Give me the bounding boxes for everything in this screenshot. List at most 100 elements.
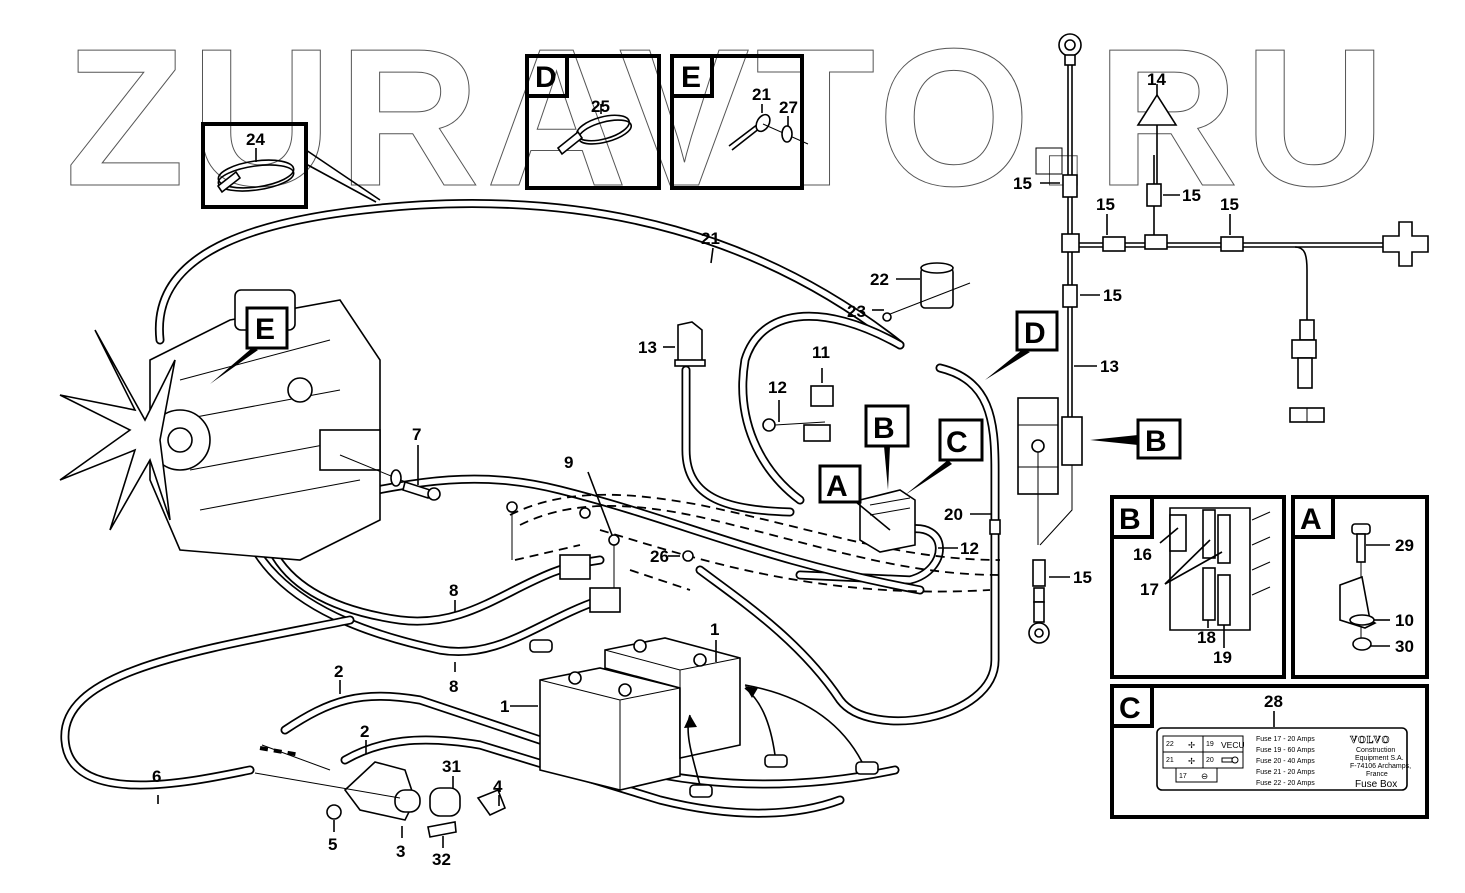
fuse-line: Fuse 17 - 20 Amps [1256,736,1315,743]
part-label: 21 [701,229,720,248]
detail-view-a: A 29 10 30 [1291,495,1429,679]
part-label: 24 [246,130,265,149]
engine [59,289,381,561]
callout-b: B [864,404,910,490]
fuse-box-label [1156,727,1408,791]
part-label: 21 [752,85,771,104]
part-label: 29 [1395,536,1414,555]
part-label: 11 [812,343,830,362]
fuse-line: Fuse 20 - 40 Amps [1256,758,1315,765]
part-label: 18 [1197,628,1216,647]
part-label: 15 [1103,286,1122,305]
detail-view-b: B 16 17 18 19 [1110,495,1286,679]
part-label: 23 [847,302,866,321]
svg-text:D: D [1024,317,1046,350]
connector-13: 13 [638,321,706,367]
part-label: 8 [449,581,458,600]
fuse-line: Fuse 22 - 20 Amps [1256,780,1315,787]
part-label: 6 [152,767,161,786]
detail-letter: A [1300,503,1322,536]
svg-text:Construction: Construction [1356,747,1395,754]
svg-text:B: B [873,412,895,445]
detail-letter: C [1119,692,1141,725]
svg-text:C: C [946,426,968,459]
part-label: 1 [500,697,509,716]
part-label: 1 [710,620,719,639]
part-label: 7 [412,425,421,444]
svg-text:VECU: VECU [1221,740,1245,750]
fuse-line: Fuse 21 - 20 Amps [1256,769,1315,776]
screw-12: 12 [762,378,831,442]
part-label: 19 [1213,648,1232,667]
detail-letter: D [535,61,557,94]
part-label: 13 [1100,357,1119,376]
svg-text:E: E [255,313,275,346]
svg-text:20: 20 [1206,757,1214,764]
svg-text:21: 21 [1166,757,1174,764]
part-label: 15 [1096,195,1115,214]
detail-view-d: D 25 [525,54,661,190]
detail-view-e: E 21 27 [670,54,809,190]
fuse-line: Fuse 19 - 60 Amps [1256,747,1315,754]
fan-icon [59,329,176,531]
part-label: 17 [1140,580,1159,599]
part-label: 27 [779,98,798,117]
sub-harness: 15 15 15 15 15 14 13 15 [1013,33,1429,644]
part-label: 8 [449,677,458,696]
callout-c: C [905,418,984,495]
cable-labels: 21 20 12 8 8 6 2 2 [152,229,1001,804]
brand-logo: VOLVO [1350,735,1390,746]
part-label: 14 [1147,70,1166,89]
part-label: 2 [360,722,369,741]
svg-text:France: France [1366,771,1388,778]
detail-view-c: C 28 22 ✢ 19 VECU 21 ✢ 20 17 ⊖ Fuse 17 -… [1110,684,1429,819]
fan-icon: ✢ [1188,740,1196,750]
svg-text:F-74106 Archamps,: F-74106 Archamps, [1350,763,1411,770]
part-label: 22 [870,270,889,289]
part-label: 10 [1395,611,1414,630]
bolt-7: 7 [339,425,441,501]
part-label: 16 [1133,545,1152,564]
part-label: 30 [1395,637,1414,656]
callout-a: A [818,464,891,531]
horn-22: 22 23 [847,262,971,322]
callout-d: D [985,310,1059,380]
detail-cable-tie-24: 24 [201,122,381,209]
part-label: 31 [442,757,461,776]
svg-text:19: 19 [1206,741,1214,748]
fuse-box [859,489,916,553]
battery-clamps [529,639,879,798]
svg-text:Equipment S.A.: Equipment S.A. [1355,755,1404,762]
part-label: 4 [493,777,503,796]
svg-text:A: A [826,470,848,503]
part-label: 20 [944,505,963,524]
part-label: 12 [768,378,787,397]
battery-1-right: 1 [604,620,741,759]
fuse-box-title: Fuse Box [1355,779,1397,790]
key-icon [1221,756,1239,764]
solenoid-assembly: 5 3 32 31 4 [254,744,507,869]
callout-b-harness: B [1090,418,1182,460]
part-label: 3 [396,842,405,861]
part-label: 15 [1073,568,1092,587]
detail-letter: E [681,61,701,94]
relay-11: 11 [810,343,834,407]
part-label: 32 [432,850,451,869]
fan-icon: ✢ [1188,756,1196,766]
part-label: 15 [1013,174,1032,193]
part-label: 26 [650,547,669,566]
part-label: 15 [1182,186,1201,205]
part-label: 15 [1220,195,1239,214]
nuts-9-26: 9 26 [506,453,694,613]
part-label: 2 [334,662,343,681]
part-label: 9 [564,453,573,472]
battery-1-left: 1 [500,667,681,791]
svg-text:B: B [1145,425,1167,458]
callout-e: E [210,306,289,384]
part-label: 13 [638,338,657,357]
part-label: 12 [960,539,979,558]
svg-text:17: 17 [1179,773,1187,780]
lock-icon: ⊖ [1201,771,1208,781]
svg-text:22: 22 [1166,741,1174,748]
